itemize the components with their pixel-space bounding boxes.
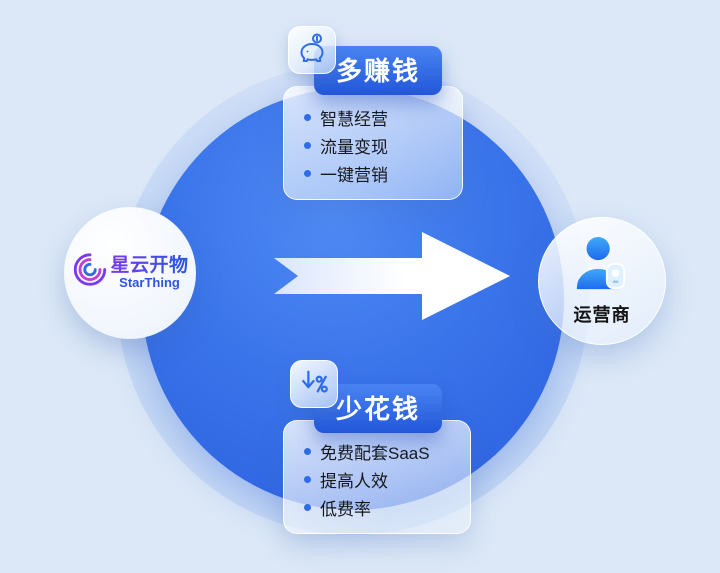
list-item: 低费率 bbox=[304, 493, 452, 521]
spend-less-icon-chip bbox=[290, 360, 338, 408]
list-item: 一键营销 bbox=[304, 159, 444, 187]
bullet-dot bbox=[304, 447, 311, 455]
bullet-dot bbox=[304, 503, 311, 511]
operator-label: 运营商 bbox=[573, 305, 631, 325]
list-item-label: 免费配套SaaS bbox=[320, 443, 430, 463]
list-item-label: 提高人效 bbox=[320, 471, 388, 491]
list-item-label: 流量变现 bbox=[320, 137, 388, 157]
spend-less-card: 免费配套SaaS 提高人效 低费率 bbox=[283, 420, 471, 534]
bullet-dot bbox=[304, 141, 311, 149]
list-item: 提高人效 bbox=[304, 465, 452, 493]
spiral-logo-icon bbox=[71, 250, 109, 297]
earn-more-card: 智慧经营 流量变现 一键营销 bbox=[283, 86, 463, 200]
list-item: 流量变现 bbox=[304, 131, 444, 159]
logo-name-cn: 星云开物 bbox=[110, 254, 189, 276]
discount-down-icon bbox=[299, 367, 329, 402]
logo-texts: 星云开物 StarThing bbox=[110, 255, 188, 292]
operator-node: 运营商 bbox=[538, 217, 666, 345]
list-item: 智慧经营 bbox=[304, 103, 444, 131]
list-item: 免费配套SaaS bbox=[304, 437, 452, 465]
bullet-dot bbox=[304, 169, 311, 177]
starthing-logo-node: 星云开物 StarThing bbox=[64, 207, 196, 339]
person-icon bbox=[574, 235, 630, 300]
starthing-logo: 星云开物 StarThing bbox=[71, 250, 188, 297]
list-item-label: 一键营销 bbox=[320, 165, 388, 185]
piggy-bank-icon bbox=[296, 32, 328, 69]
list-item-label: 低费率 bbox=[320, 499, 371, 519]
list-item-label: 智慧经营 bbox=[320, 109, 388, 129]
logo-name-en: StarThing bbox=[119, 275, 180, 291]
arrow-right-icon bbox=[272, 228, 512, 324]
bullet-dot bbox=[304, 113, 311, 121]
bullet-dot bbox=[304, 475, 311, 483]
earn-more-icon-chip bbox=[288, 26, 336, 74]
earn-more-badge: 多赚钱 bbox=[314, 46, 443, 95]
